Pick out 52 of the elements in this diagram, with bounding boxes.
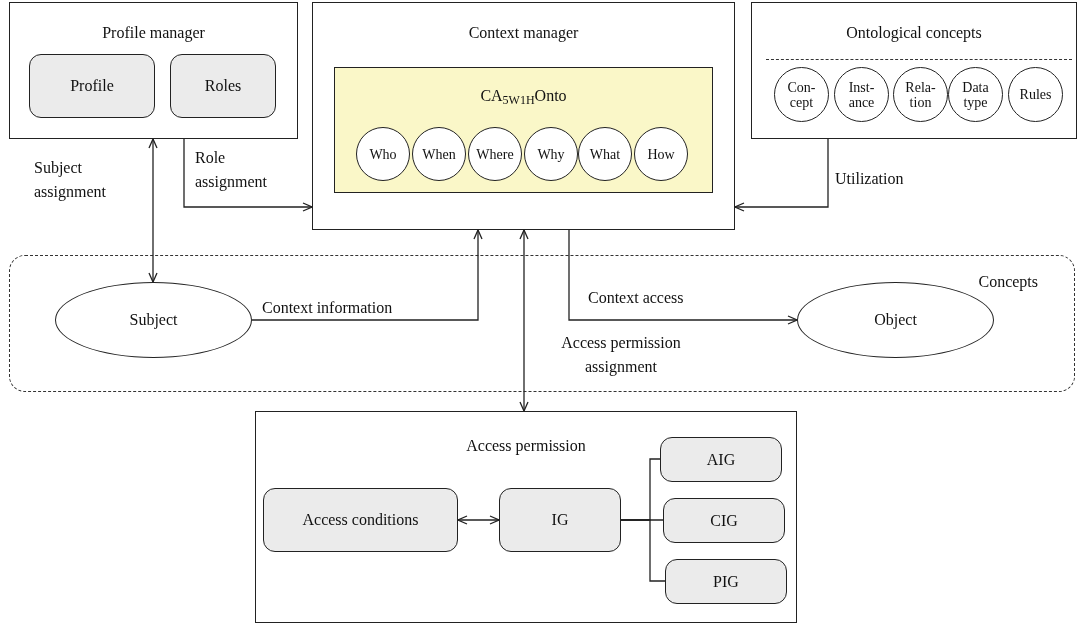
circle-label: Rules bbox=[1018, 87, 1053, 102]
box-label: CIG bbox=[709, 510, 739, 531]
circle-label: Who bbox=[368, 146, 398, 162]
component-panel bbox=[255, 411, 797, 623]
connector-arrow bbox=[519, 229, 529, 412]
edge-label: Context information bbox=[262, 298, 394, 318]
connector-arrow bbox=[148, 138, 158, 283]
edge-label: Utilization bbox=[835, 169, 905, 189]
panel-title: Access permission bbox=[465, 436, 587, 457]
panel-title: Context manager bbox=[467, 23, 580, 44]
circle-label: When bbox=[421, 146, 457, 162]
circle-label: Data type bbox=[961, 79, 990, 110]
rounded-box bbox=[660, 437, 782, 482]
box-label: Object bbox=[873, 310, 918, 330]
panel-title: Profile manager bbox=[101, 23, 206, 44]
box-label: Subject bbox=[128, 310, 179, 330]
edge-label: Access permission assignment bbox=[560, 333, 682, 378]
circle-label: Inst- ance bbox=[847, 79, 876, 110]
circle-label: Where bbox=[475, 146, 515, 162]
rounded-box bbox=[499, 488, 621, 552]
box-label: Profile bbox=[69, 76, 115, 96]
circle-label: Why bbox=[536, 146, 566, 162]
box-label: Access conditions bbox=[301, 510, 420, 530]
circle-label: What bbox=[588, 146, 622, 162]
component-panel bbox=[312, 2, 735, 230]
rounded-box bbox=[663, 498, 785, 543]
edge-label: Context access bbox=[588, 288, 685, 308]
connector-arrow bbox=[183, 138, 313, 212]
component-panel bbox=[751, 2, 1077, 139]
box-label: AIG bbox=[705, 449, 737, 470]
panel-title: Ontological concepts bbox=[845, 23, 983, 44]
connector-arrow bbox=[457, 515, 500, 525]
rounded-box bbox=[29, 54, 155, 118]
component-panel bbox=[9, 2, 298, 139]
box-label: Roles bbox=[203, 76, 243, 96]
circle-label: Con- cept bbox=[786, 79, 817, 110]
edge-label: Subject assignment bbox=[34, 158, 107, 203]
panel-title: CA$_{5W1H}$Onto bbox=[479, 86, 568, 108]
circle-label: Rela- tion bbox=[904, 79, 937, 110]
connector-arrow bbox=[251, 229, 483, 321]
connector-arrow bbox=[734, 138, 829, 212]
edge-label: Role assignment bbox=[195, 148, 268, 193]
connector-arrow bbox=[568, 229, 798, 325]
box-label: IG bbox=[550, 510, 570, 530]
region-title: Concepts bbox=[978, 272, 1038, 293]
circle-label: How bbox=[646, 146, 676, 162]
rounded-box bbox=[263, 488, 458, 552]
ontology-box bbox=[334, 67, 713, 193]
dashed-region bbox=[9, 255, 1075, 392]
box-label: PIG bbox=[712, 571, 740, 592]
rounded-box bbox=[665, 559, 787, 604]
rounded-box bbox=[170, 54, 276, 118]
